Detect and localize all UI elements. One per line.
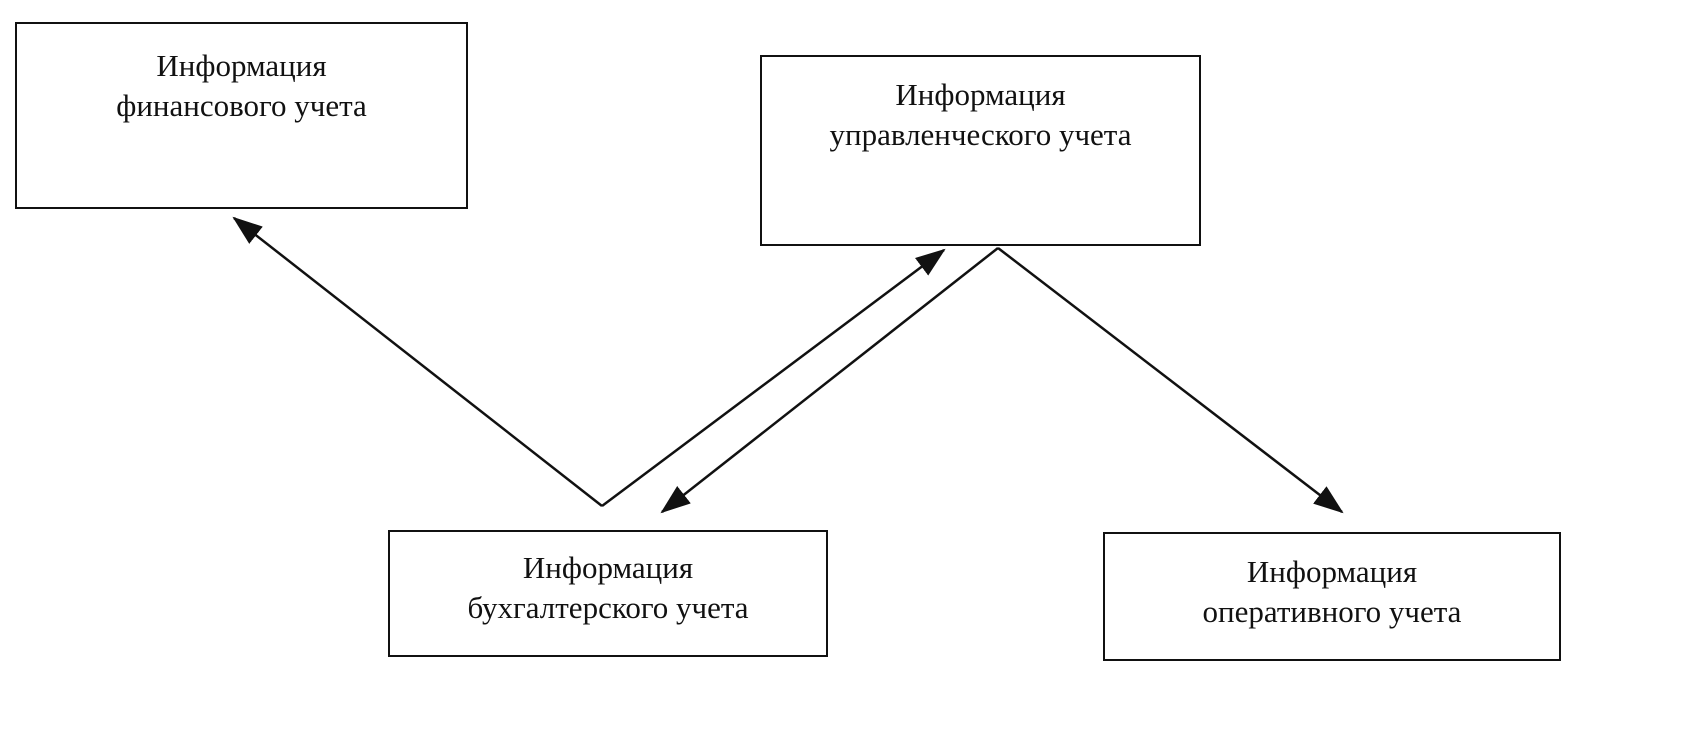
node-title: Информация bbox=[156, 48, 327, 83]
node-operational-accounting: Информация оперативного учета bbox=[1103, 532, 1561, 661]
node-subtitle: управленческого учета bbox=[829, 117, 1132, 152]
node-bookkeeping: Информация бухгалтерского учета bbox=[388, 530, 828, 657]
node-subtitle: бухгалтерского учета bbox=[467, 590, 749, 625]
arrow-management-to-operational bbox=[997, 247, 1344, 514]
arrow-accounting-to-financial bbox=[232, 216, 603, 507]
node-title: Информация bbox=[1246, 554, 1418, 589]
node-subtitle: оперативного учета bbox=[1202, 594, 1462, 629]
node-financial-accounting: Информация финансового учета bbox=[15, 22, 468, 209]
node-management-accounting: Информация управленческого учета bbox=[760, 55, 1201, 246]
arrow-management-to-accounting bbox=[660, 247, 999, 514]
node-subtitle: финансового учета bbox=[116, 88, 367, 123]
node-title: Информация bbox=[522, 550, 694, 585]
node-title: Информация bbox=[895, 77, 1066, 112]
arrow-accounting-to-management bbox=[601, 248, 946, 508]
